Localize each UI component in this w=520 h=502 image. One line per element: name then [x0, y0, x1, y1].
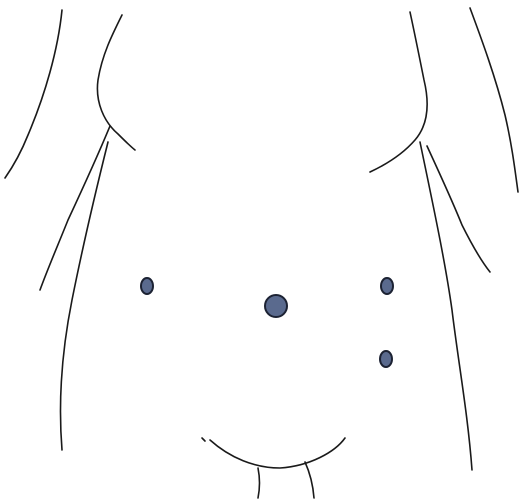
right-thigh-line [305, 462, 314, 498]
port-left-upper [141, 278, 153, 294]
port-sites [141, 278, 393, 367]
left-arm-inner-line [40, 126, 110, 290]
lower-belly-line [210, 438, 345, 468]
port-right-upper [381, 278, 393, 294]
right-arm-inner-line [427, 146, 490, 272]
left-arm-outer-line [5, 10, 62, 178]
right-arm-outer-line [470, 8, 518, 192]
port-umbilical [265, 295, 287, 317]
port-right-lower [380, 351, 392, 367]
right-breast-line [370, 12, 427, 172]
left-breast-line [97, 15, 135, 150]
small-mark [202, 438, 205, 441]
left-torso-line [60, 142, 108, 450]
body-outline [5, 8, 518, 498]
left-thigh-line [258, 468, 260, 498]
right-torso-line [420, 142, 472, 470]
